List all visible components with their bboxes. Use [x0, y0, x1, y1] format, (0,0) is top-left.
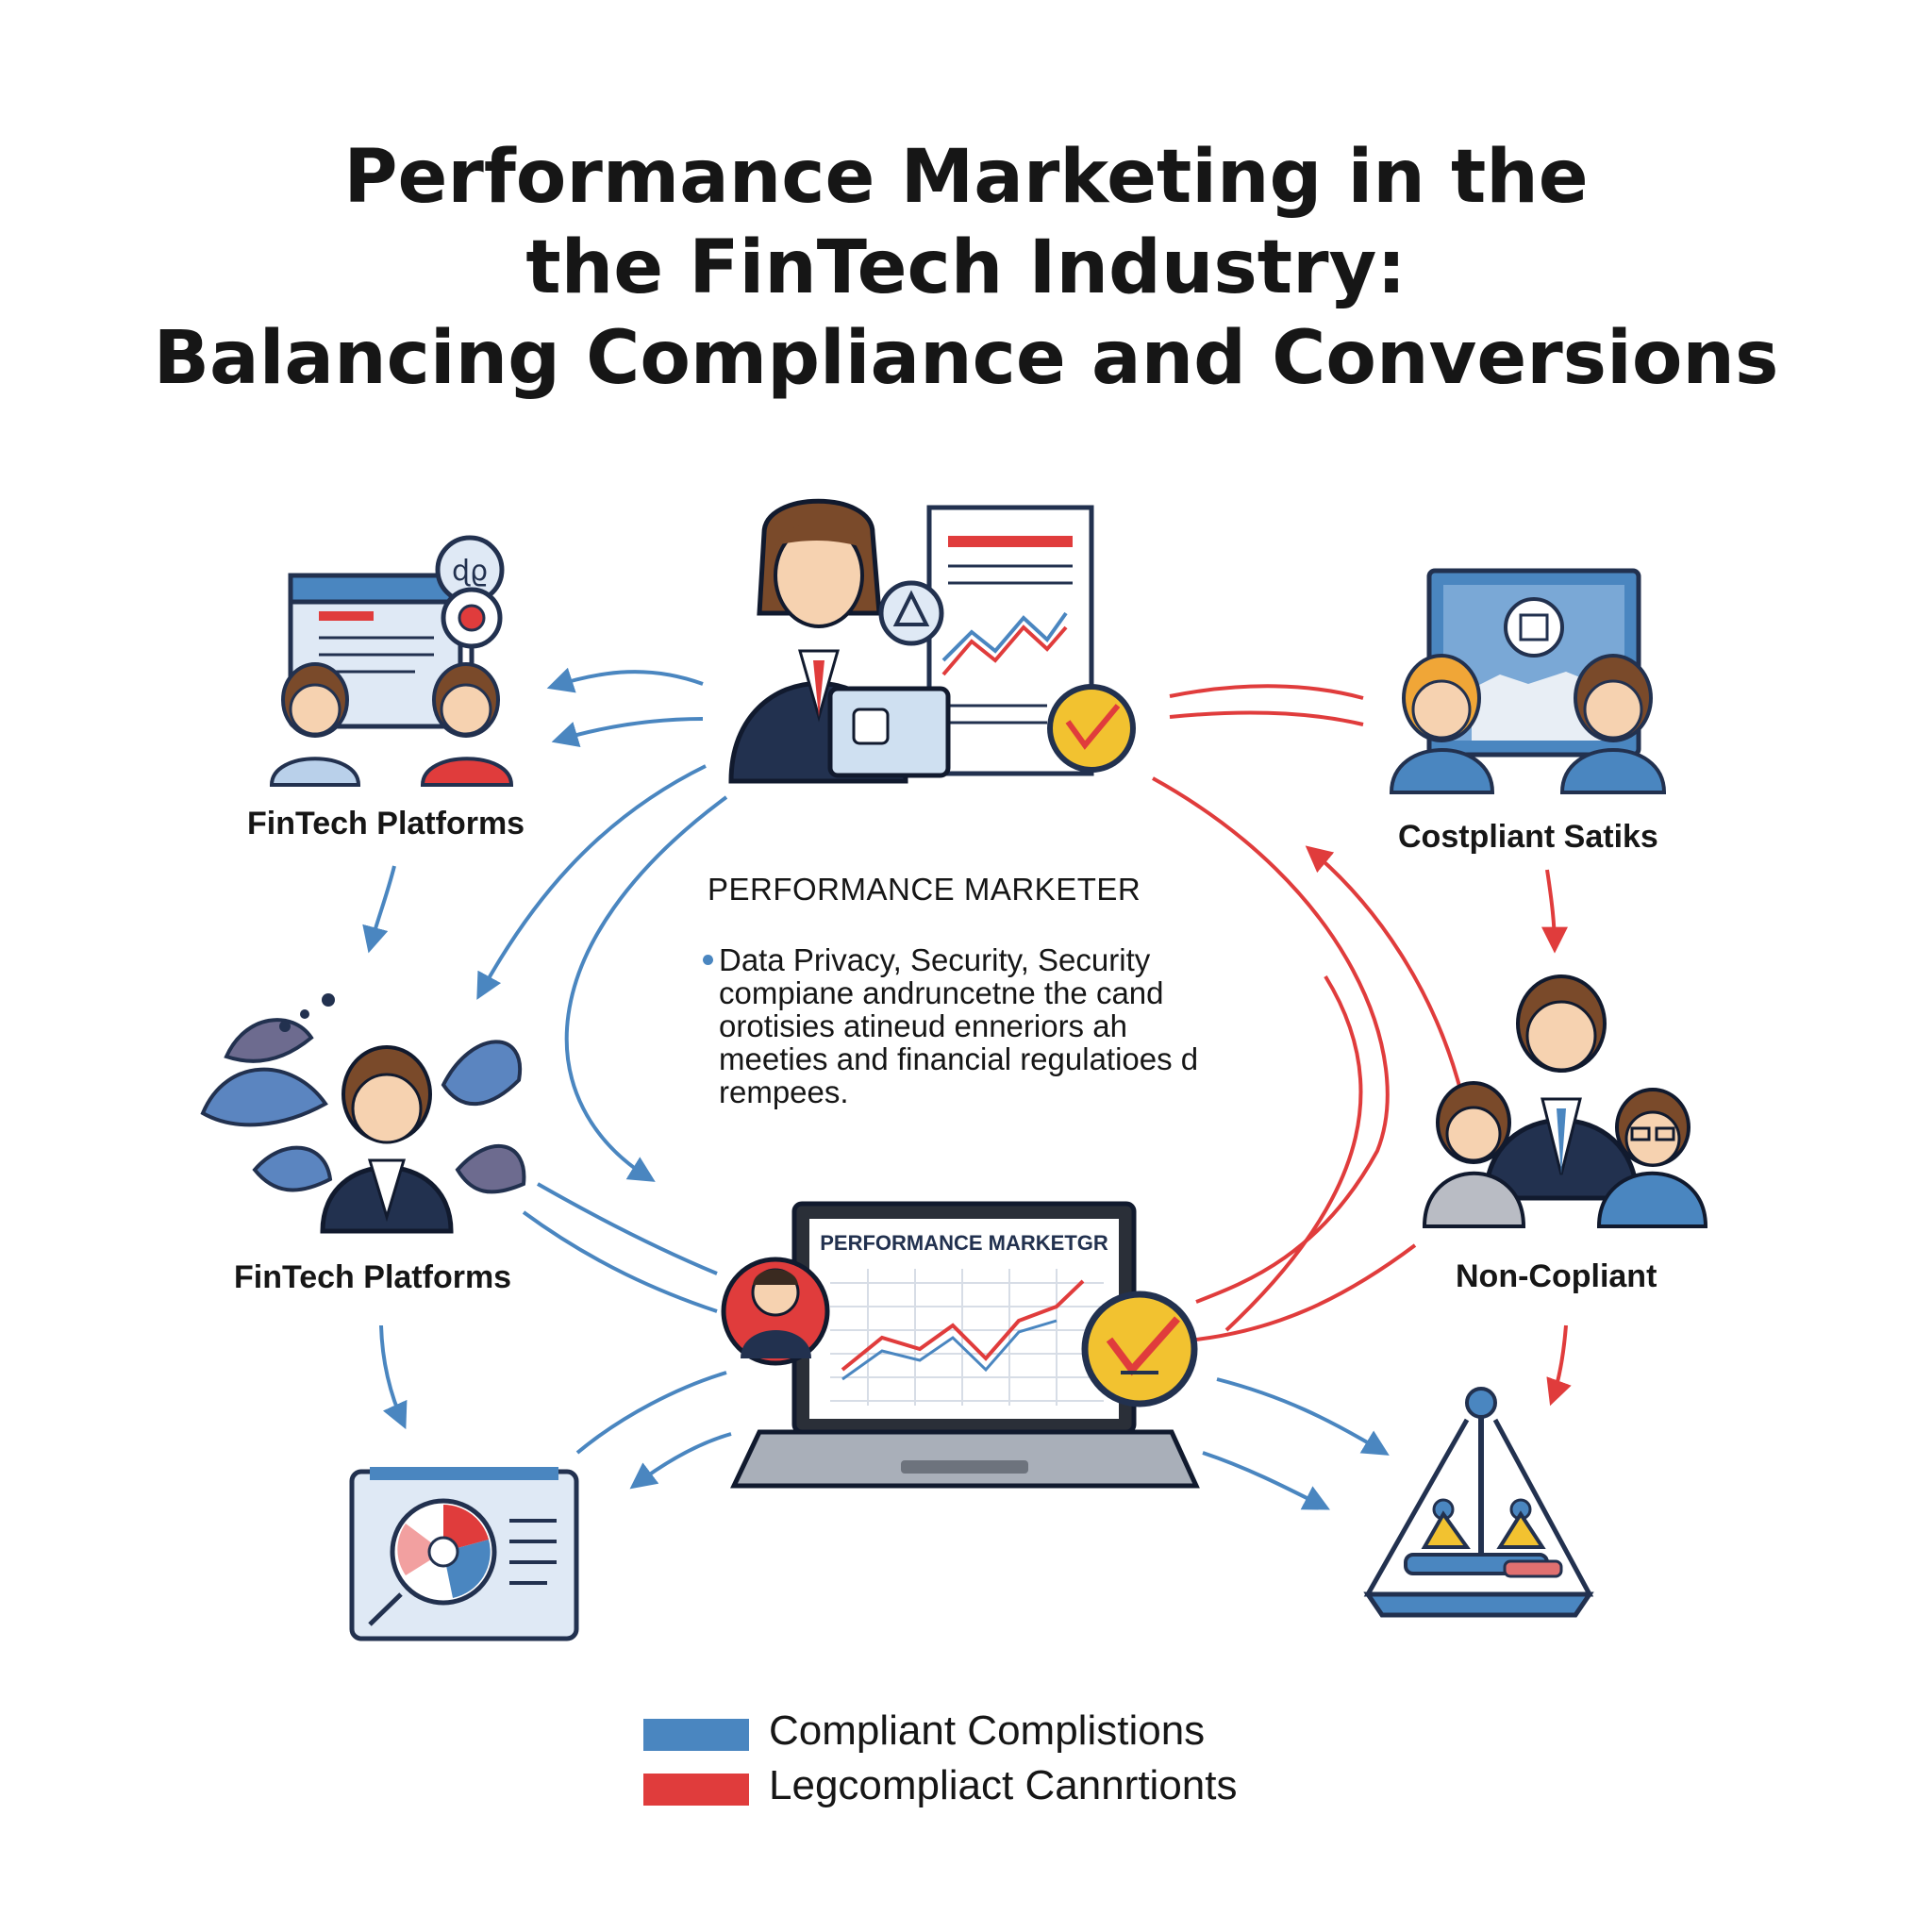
title-line-3: Balancing Compliance and Conversions — [153, 316, 1779, 401]
arrow-center-to-top-left-2 — [551, 717, 704, 747]
arrow-red-to-top-right-2 — [1169, 710, 1364, 726]
node-top-left-fintech: ɖϱ — [269, 535, 514, 787]
leaf-decoration — [200, 1018, 526, 1194]
node-bottom-right-scale — [1363, 1387, 1594, 1618]
blue-arrows — [362, 667, 1390, 1510]
center-body-line: Data Privacy, Security, Security — [719, 942, 1151, 977]
label-top-left: FinTech Platforms — [247, 806, 525, 841]
arrow-laptop-to-dashboard-1 — [575, 1371, 727, 1455]
arrow-laptop-to-scale-1 — [1216, 1377, 1390, 1456]
person-icon — [1596, 1088, 1708, 1228]
center-body-line: orotisies atineud enneriors ah — [719, 1008, 1127, 1043]
label-mid-left: FinTech Platforms — [234, 1259, 512, 1295]
compliance-badge-icon — [1081, 1291, 1198, 1407]
person-icon — [1422, 1081, 1526, 1228]
center-body: Data Privacy, Security, Security compian… — [719, 943, 1209, 1108]
red-arrows — [1152, 684, 1572, 1407]
node-bottom-left-analytics — [349, 1467, 579, 1641]
compliance-badge-icon — [1047, 684, 1136, 773]
bullet-dot — [703, 955, 713, 965]
center-body-line: meeties and financial regulatioes d — [719, 1041, 1199, 1076]
arrow-red-inner-loop — [1224, 974, 1363, 1332]
center-body-line: rempees. — [719, 1074, 849, 1109]
label-mid-right: Non-Copliant — [1456, 1258, 1657, 1294]
arrow-red-top-right-down — [1541, 869, 1568, 954]
node-mid-right-noncompliant — [1422, 974, 1708, 1228]
legend-label-noncompliant: Legcompliact Cannrtionts — [769, 1762, 1238, 1808]
title-line-2: the FinTech Industry: — [525, 225, 1407, 310]
page-title: Performance Marketing in the the FinTech… — [0, 132, 1932, 404]
arrow-center-loop-down — [564, 795, 728, 1182]
arrow-red-to-top-right-1 — [1169, 684, 1364, 700]
laptop-screen-title: PERFORMANCE MARKETGR — [820, 1231, 1108, 1255]
scale-icon — [1465, 1387, 1497, 1419]
node-center-top-marketer — [728, 498, 1136, 784]
arrow-mid-left-down — [379, 1324, 408, 1430]
person-icon — [269, 662, 361, 787]
laptop-base — [730, 1429, 1200, 1489]
arrow-laptop-to-dashboard-2 — [629, 1432, 732, 1490]
browser-red-line — [319, 611, 374, 621]
person-icon — [320, 1045, 454, 1234]
center-heading: PERFORMANCE MARKETER — [708, 872, 1141, 907]
arrow-center-to-mid-left — [476, 764, 707, 1000]
node-top-right-compliant — [1389, 568, 1667, 794]
speech-bubble-text: ɖϱ — [452, 555, 488, 588]
node-laptop-dashboard — [721, 1201, 1200, 1489]
title-line-1: Performance Marketing in the — [343, 135, 1589, 220]
person-icon — [420, 662, 514, 787]
browser-bar — [288, 573, 463, 605]
label-top-right: Costpliant Satiks — [1398, 819, 1658, 855]
person-icon — [1559, 654, 1667, 794]
arrow-top-left-down — [362, 865, 396, 954]
arrow-mid-left-to-laptop-1 — [537, 1182, 718, 1275]
legend-swatch-noncompliant — [643, 1774, 749, 1806]
center-body-line: compiane andruncetne the cand — [719, 975, 1164, 1010]
legend-swatch-compliant — [643, 1719, 749, 1751]
warning-badge-icon — [878, 580, 944, 646]
arrow-center-to-top-left-1 — [546, 667, 704, 693]
arrow-red-mid-right-down — [1546, 1324, 1572, 1407]
person-icon — [1389, 654, 1495, 794]
person-icon — [1483, 974, 1640, 1201]
arrow-mid-left-to-laptop-2 — [522, 1210, 718, 1313]
legend-label-compliant: Compliant Complistions — [769, 1707, 1206, 1754]
arrow-red-mid-right-lower — [1195, 1243, 1417, 1341]
node-mid-left-fintech — [200, 993, 526, 1234]
arrow-laptop-to-scale-2 — [1202, 1451, 1330, 1510]
arrow-red-up-to-top — [1305, 845, 1462, 1091]
arrow-red-big-loop — [1152, 776, 1390, 1304]
